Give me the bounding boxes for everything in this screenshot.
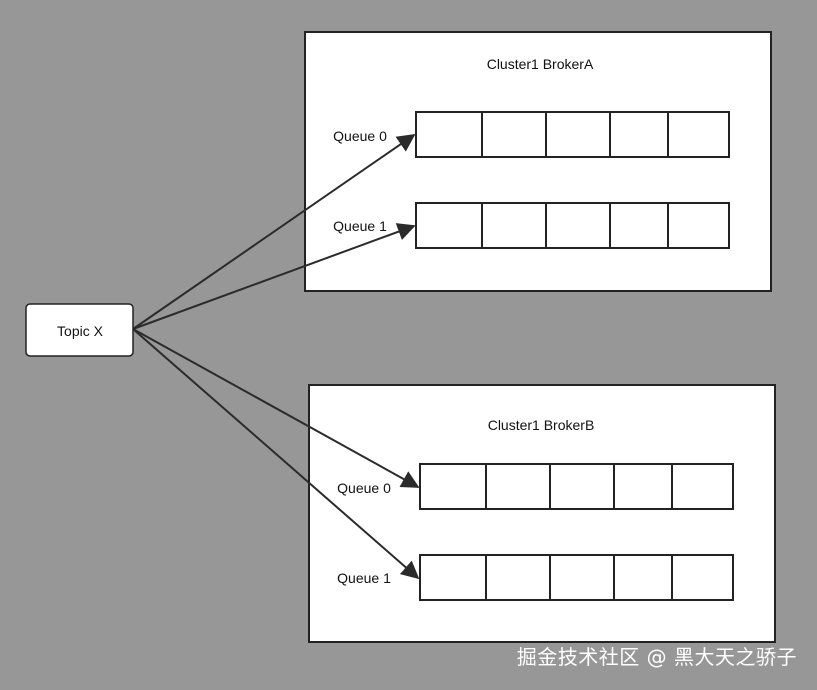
queue-cell xyxy=(419,554,487,601)
broker-b-title: Cluster1 BrokerB xyxy=(488,417,595,433)
arrow-topic-to-broker-a-queue-0 xyxy=(132,133,416,330)
broker-a-queue-0 xyxy=(415,111,730,158)
topic-node: Topic X xyxy=(25,303,134,357)
queue-cell xyxy=(481,202,547,249)
queue-cell xyxy=(481,111,547,158)
edges xyxy=(132,133,420,580)
queue-cell xyxy=(609,111,669,158)
broker-a-queue-0-label: Queue 0 xyxy=(333,128,387,144)
topic-label: Topic X xyxy=(57,323,104,339)
broker-b-queue-1 xyxy=(419,554,734,601)
topic-box xyxy=(25,303,134,357)
arrow-topic-to-broker-b-queue-0 xyxy=(132,328,420,488)
watermark-text: 掘金技术社区 @ 黑大天之骄子 xyxy=(516,645,797,669)
queue-cell xyxy=(485,463,551,510)
queue-cell xyxy=(545,202,611,249)
arrow-topic-to-broker-b-queue-1 xyxy=(132,328,420,580)
queue-cell xyxy=(415,111,483,158)
queue-cell xyxy=(613,463,673,510)
broker-a-queue-1 xyxy=(415,202,730,249)
queue-cell xyxy=(609,202,669,249)
broker-b-queue-1-label: Queue 1 xyxy=(337,570,391,586)
queue-cell xyxy=(549,554,615,601)
queue-cell xyxy=(549,463,615,510)
queue-cell xyxy=(671,554,734,601)
broker-a-group: Cluster1 BrokerA Queue 0 Queue 1 xyxy=(304,31,772,292)
broker-b-group: Cluster1 BrokerB Queue 0 Queue 1 xyxy=(308,384,776,643)
queue-cell xyxy=(671,463,734,510)
arrow-topic-to-broker-a-queue-1 xyxy=(132,223,416,330)
broker-b-queue-0-label: Queue 0 xyxy=(337,480,391,496)
queue-cell xyxy=(415,202,483,249)
queue-cell xyxy=(613,554,673,601)
queue-cell xyxy=(667,202,730,249)
queue-cell xyxy=(419,463,487,510)
broker-a-queue-1-label: Queue 1 xyxy=(333,218,387,234)
broker-a-title: Cluster1 BrokerA xyxy=(487,56,594,72)
queue-cell xyxy=(485,554,551,601)
queue-cell xyxy=(667,111,730,158)
broker-b-queue-0 xyxy=(419,463,734,510)
queue-cell xyxy=(545,111,611,158)
